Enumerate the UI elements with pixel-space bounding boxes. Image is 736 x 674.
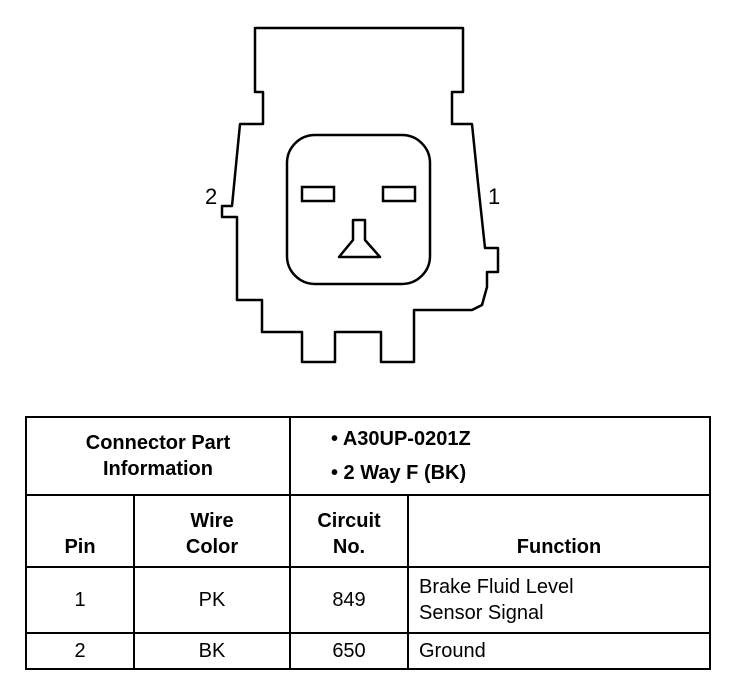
part-info-label-line2: Information	[103, 458, 213, 480]
row-2-function: Ground	[406, 632, 712, 670]
table-row: 2 BK 650 Ground	[25, 632, 712, 670]
part-info-label-cell: Connector Part Information	[25, 416, 291, 496]
keying-feature	[337, 218, 382, 259]
header-wire-color: Wire Color	[133, 494, 291, 568]
header-pin: Pin	[25, 494, 135, 568]
row-1-function-line2: Sensor Signal	[419, 602, 544, 624]
part-number: • A30UP-0201Z	[331, 428, 471, 450]
row-1-pin: 1	[25, 566, 135, 634]
header-function: Function	[406, 494, 712, 568]
row-2-pin: 2	[25, 632, 135, 670]
row-1-circuit: 849	[289, 566, 409, 634]
connector-info-table: Connector Part Information • A30UP-0201Z…	[25, 416, 712, 670]
row-1-function-line1: Brake Fluid Level	[419, 576, 574, 598]
part-info-values-cell: • A30UP-0201Z • 2 Way F (BK)	[288, 416, 712, 496]
part-info-label-line1: Connector Part	[85, 432, 231, 454]
connector-body-outline	[220, 26, 500, 364]
header-pin-text: Pin	[64, 536, 96, 558]
header-circuit-no: Circuit No.	[289, 494, 409, 568]
connector-cavity	[285, 133, 432, 286]
connector-type: • 2 Way F (BK)	[331, 462, 467, 484]
terminal-slot-pin-1	[381, 185, 417, 203]
row-1-function: Brake Fluid Level Sensor Signal	[406, 566, 712, 634]
pin-2-label: 2	[205, 184, 218, 209]
terminal-slot-pin-2	[300, 185, 336, 203]
row-1-wire-color: PK	[133, 566, 291, 634]
header-circuit-line1: Circuit	[317, 510, 381, 532]
table-row: 1 PK 849 Brake Fluid Level Sensor Signal	[25, 566, 712, 634]
header-function-text: Function	[516, 536, 602, 558]
header-wire-color-line2: Color	[185, 536, 239, 558]
row-2-wire-color: BK	[133, 632, 291, 670]
connector-face-diagram	[220, 26, 500, 364]
part-info-row: Connector Part Information • A30UP-0201Z…	[25, 416, 712, 496]
row-2-circuit: 650	[289, 632, 409, 670]
row-2-function-line1: Ground	[419, 640, 486, 662]
pin-1-label: 1	[488, 184, 501, 209]
column-header-row: Pin Wire Color Circuit No. Function	[25, 494, 712, 568]
header-wire-color-line1: Wire	[190, 510, 234, 532]
header-circuit-line2: No.	[332, 536, 366, 558]
